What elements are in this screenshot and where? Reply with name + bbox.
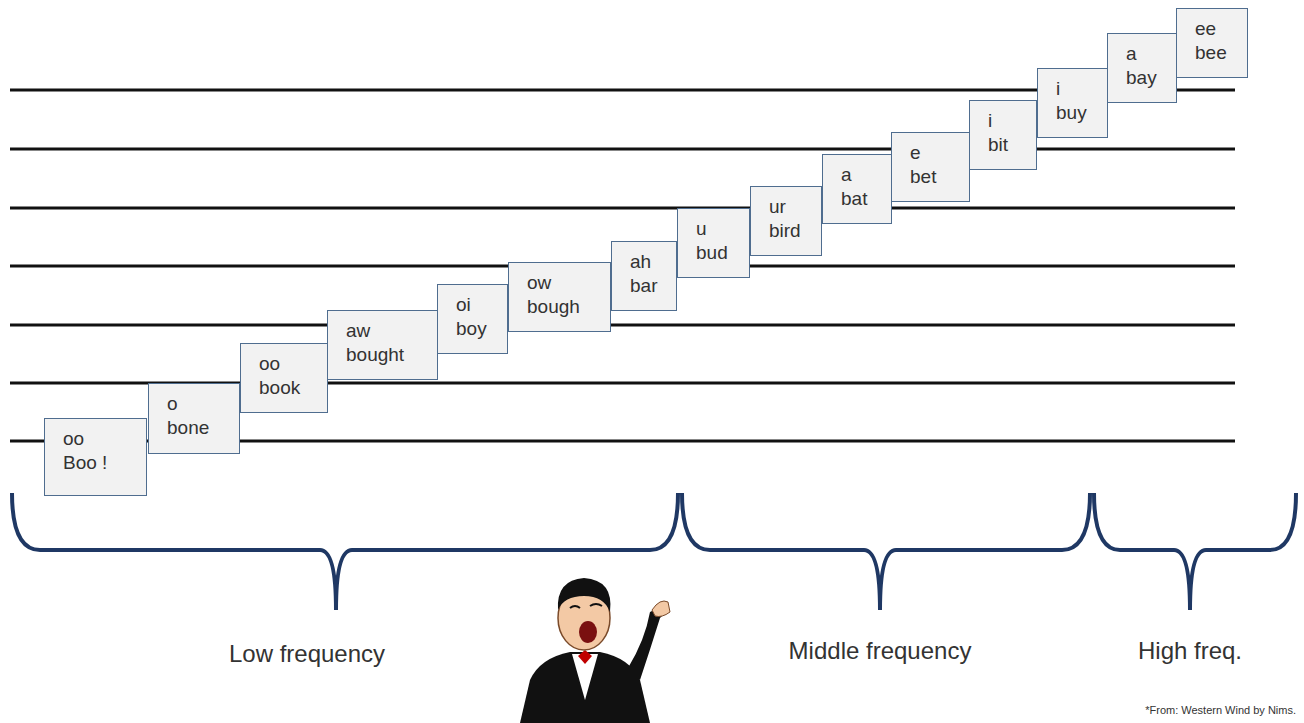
vowel-sound: aw — [346, 319, 429, 343]
example-word: bar — [630, 274, 668, 298]
vowel-sound: ow — [527, 271, 602, 295]
vowel-box: abat — [822, 154, 892, 224]
vowel-sound: e — [910, 141, 961, 165]
vowel-box: eebee — [1176, 8, 1248, 78]
vowel-sound: a — [1126, 42, 1168, 66]
vowel-box: awbought — [327, 310, 438, 380]
vowel-box: owbough — [508, 262, 611, 332]
frequency-label: Low frequency — [229, 640, 385, 668]
example-word: bee — [1195, 41, 1239, 65]
vowel-box: ahbar — [611, 241, 677, 311]
vowel-sound: i — [988, 109, 1028, 133]
example-word: bet — [910, 165, 961, 189]
frequency-label: Middle frequency — [789, 637, 972, 665]
example-word: bit — [988, 133, 1028, 157]
vowel-sound: ur — [769, 195, 813, 219]
vowel-box: ooBoo ! — [44, 418, 147, 496]
vowel-box: oobook — [240, 343, 328, 413]
example-word: bought — [346, 343, 429, 367]
example-word: bud — [696, 241, 741, 265]
singer-illustration — [520, 578, 670, 723]
vowel-box: obone — [148, 383, 240, 454]
example-word: bird — [769, 219, 813, 243]
vowel-sound: u — [696, 217, 741, 241]
example-word: bay — [1126, 66, 1168, 90]
example-word: bone — [167, 416, 231, 440]
vowel-box: ibit — [969, 100, 1037, 170]
vowel-box: ibuy — [1037, 68, 1108, 138]
braces — [12, 493, 1296, 610]
vowel-box: oiboy — [437, 284, 508, 354]
vowel-sound: oi — [456, 293, 499, 317]
example-word: Boo ! — [63, 451, 138, 475]
vowel-box: abay — [1107, 33, 1177, 103]
example-word: book — [259, 376, 319, 400]
vowel-sound: oo — [63, 427, 138, 451]
vowel-sound: i — [1056, 77, 1099, 101]
vowel-sound: o — [167, 392, 231, 416]
vowel-box: ubud — [677, 208, 750, 278]
example-word: boy — [456, 317, 499, 341]
vowel-box: ebet — [891, 132, 970, 202]
vowel-sound: a — [841, 163, 883, 187]
vowel-sound: ah — [630, 250, 668, 274]
vowel-sound: ee — [1195, 17, 1239, 41]
example-word: bough — [527, 295, 602, 319]
vowel-box: urbird — [750, 186, 822, 256]
frequency-label: High freq. — [1138, 637, 1242, 665]
source-note: *From: Western Wind by Nims. — [1145, 704, 1296, 716]
example-word: buy — [1056, 101, 1099, 125]
vowel-sound: oo — [259, 352, 319, 376]
example-word: bat — [841, 187, 883, 211]
